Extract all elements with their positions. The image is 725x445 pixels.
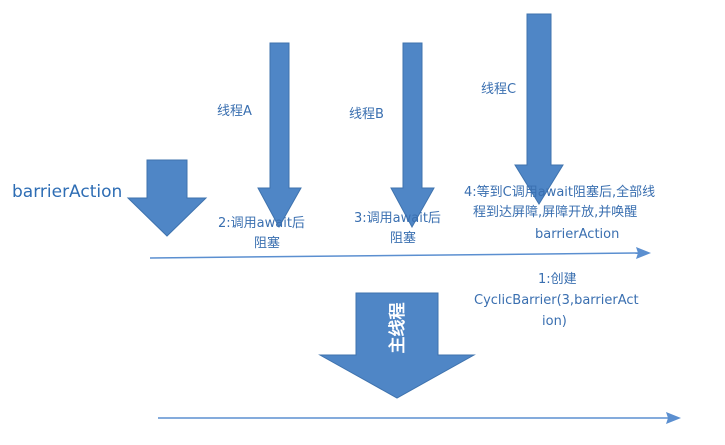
step1-line1: 1:创建	[538, 272, 577, 287]
barrier-action-arrow	[126, 159, 208, 237]
step1-line2: CyclicBarrier(3,barrierAct	[474, 293, 639, 308]
thread-b-arrow	[390, 42, 435, 229]
step4-line3: barrierAction	[535, 227, 620, 242]
thread-c-arrow	[514, 13, 564, 205]
main-timeline-arrowhead	[666, 412, 681, 424]
main-thread-label: 主线程	[388, 302, 408, 354]
step1-line3: ion)	[542, 314, 567, 329]
step4-line2: 程到达屏障,屏障开放,并唤醒	[473, 205, 638, 220]
step2-line1: 2:调用await后	[218, 216, 305, 231]
thread-c-label: 线程C	[481, 82, 517, 97]
thread-a-arrow	[257, 42, 302, 229]
barrier-timeline-arrowhead	[636, 247, 651, 259]
main-thread-arrow	[318, 292, 476, 399]
step3-line1: 3:调用await后	[354, 211, 441, 226]
thread-b-label: 线程B	[349, 107, 384, 122]
step3-line2: 阻塞	[390, 231, 417, 246]
thread-a-label: 线程A	[217, 104, 252, 119]
step2-line2: 阻塞	[254, 236, 281, 251]
step4-line1: 4:等到C调用await阻塞后,全部线	[464, 185, 656, 200]
barrier-action-label: barrierAction	[12, 182, 123, 202]
barrier-timeline	[149, 252, 639, 259]
